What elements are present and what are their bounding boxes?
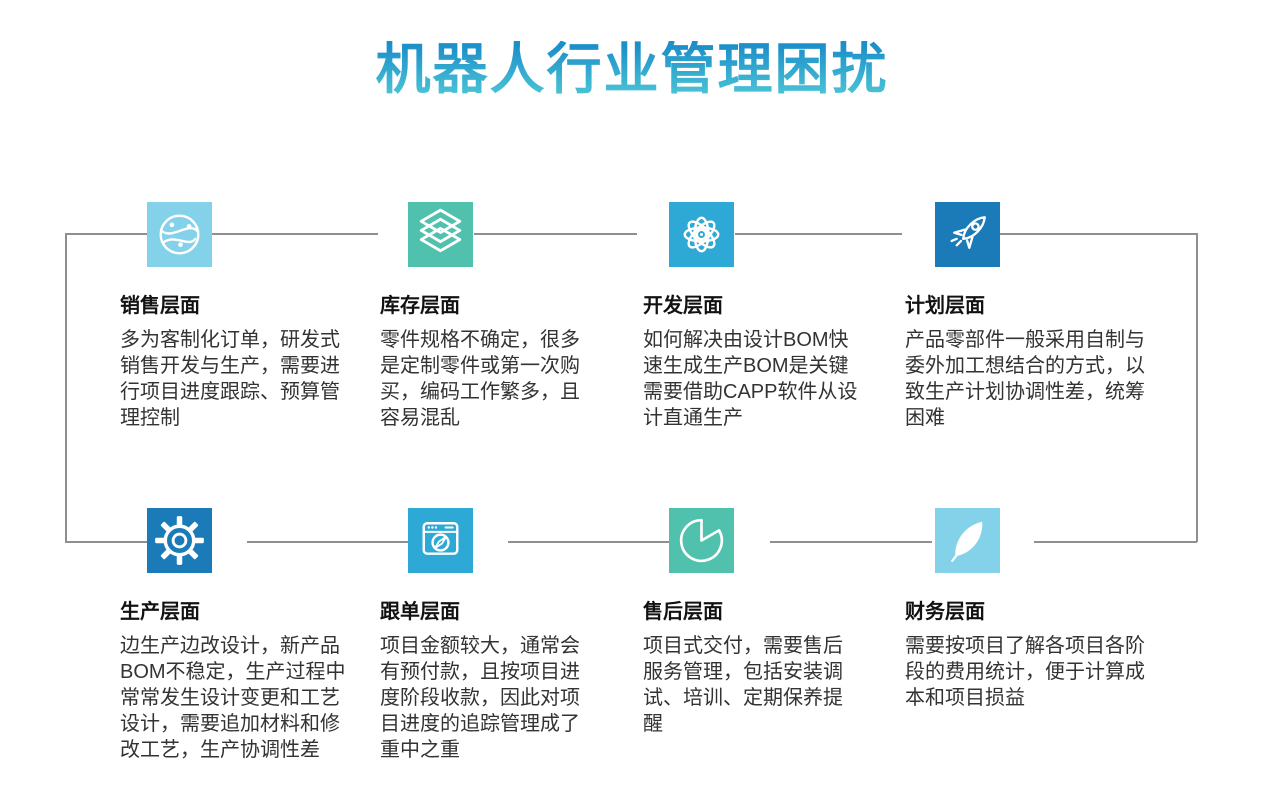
icon-tile (669, 202, 734, 267)
connector-line (1034, 541, 1197, 543)
card-description: 边生产边改设计，新产品BOM不稳定，生产过程中常常发生设计变更和工艺设计，需要追… (120, 635, 346, 761)
connector-rail-right (1196, 233, 1198, 542)
card-title: 计划层面 (905, 295, 985, 317)
page-title: 机器人行业管理困扰 (0, 40, 1264, 99)
atom-icon (683, 216, 720, 253)
card-order-tracking: 跟单层面 项目金额较大，通常会有预付款，且按项目进度阶段收款，因此对项目进度的追… (380, 508, 592, 763)
card-after-sales: 售后层面 项目式交付，需要售后服务管理，包括安装调试、培训、定期保养提醒 (643, 508, 858, 737)
connector-line (65, 233, 148, 235)
stacked-layers-icon (419, 208, 462, 253)
card-inventory: 库存层面 零件规格不确定，很多是定制零件或第一次购买，编码工作繁多，且容易混乱 (380, 202, 592, 431)
card-finance: 财务层面 需要按项目了解各项目各阶段的费用统计，便于计算成本和项目损益 (905, 508, 1157, 711)
card-description: 项目式交付，需要售后服务管理，包括安装调试、培训、定期保养提醒 (643, 635, 843, 735)
card-description: 零件规格不确定，很多是定制零件或第一次购买，编码工作繁多，且容易混乱 (380, 329, 580, 429)
connector-line (770, 541, 932, 543)
icon-tile (147, 508, 212, 573)
card-title: 财务层面 (905, 601, 985, 623)
card-description: 多为客制化订单，研发式销售开发与生产，需要进行项目进度跟踪、预算管理控制 (120, 329, 340, 429)
connector-line (65, 541, 148, 543)
card-title: 跟单层面 (380, 601, 460, 623)
network-globe-icon (159, 214, 200, 255)
icon-tile (669, 508, 734, 573)
card-title: 库存层面 (380, 295, 460, 317)
connector-line (247, 541, 408, 543)
rocket-icon (950, 216, 986, 249)
card-title: 生产层面 (120, 601, 200, 623)
card-description: 如何解决由设计BOM快速生成生产BOM是关键需要借助CAPP软件从设计直通生产 (643, 329, 858, 429)
card-title: 售后层面 (643, 601, 723, 623)
card-sales: 销售层面 多为客制化订单，研发式销售开发与生产，需要进行项目进度跟踪、预算管理控… (120, 202, 352, 431)
icon-tile (408, 508, 473, 573)
pie-chart-icon (679, 518, 724, 563)
icon-tile (408, 202, 473, 267)
card-production: 生产层面 边生产边改设计，新产品BOM不稳定，生产过程中常常发生设计变更和工艺设… (120, 508, 352, 763)
card-description: 项目金额较大，通常会有预付款，且按项目进度阶段收款，因此对项目进度的追踪管理成了… (380, 635, 580, 761)
icon-tile (147, 202, 212, 267)
card-description: 需要按项目了解各项目各阶段的费用统计，便于计算成本和项目损益 (905, 635, 1145, 709)
feather-icon (951, 521, 983, 562)
gear-icon (155, 516, 204, 565)
card-title: 销售层面 (120, 295, 200, 317)
browser-compass-icon (422, 522, 459, 555)
icon-tile (935, 202, 1000, 267)
connector-line (1000, 233, 1197, 235)
connector-line (474, 233, 637, 235)
connector-line (735, 233, 902, 235)
icon-tile (935, 508, 1000, 573)
card-title: 开发层面 (643, 295, 723, 317)
connector-line (212, 233, 378, 235)
connector-rail-left (65, 233, 67, 542)
card-planning: 计划层面 产品零部件一般采用自制与委外加工想结合的方式，以致生产计划协调性差，统… (905, 202, 1157, 431)
card-description: 产品零部件一般采用自制与委外加工想结合的方式，以致生产计划协调性差，统筹困难 (905, 329, 1145, 429)
card-development: 开发层面 如何解决由设计BOM快速生成生产BOM是关键需要借助CAPP软件从设计… (643, 202, 858, 431)
connector-line (508, 541, 671, 543)
